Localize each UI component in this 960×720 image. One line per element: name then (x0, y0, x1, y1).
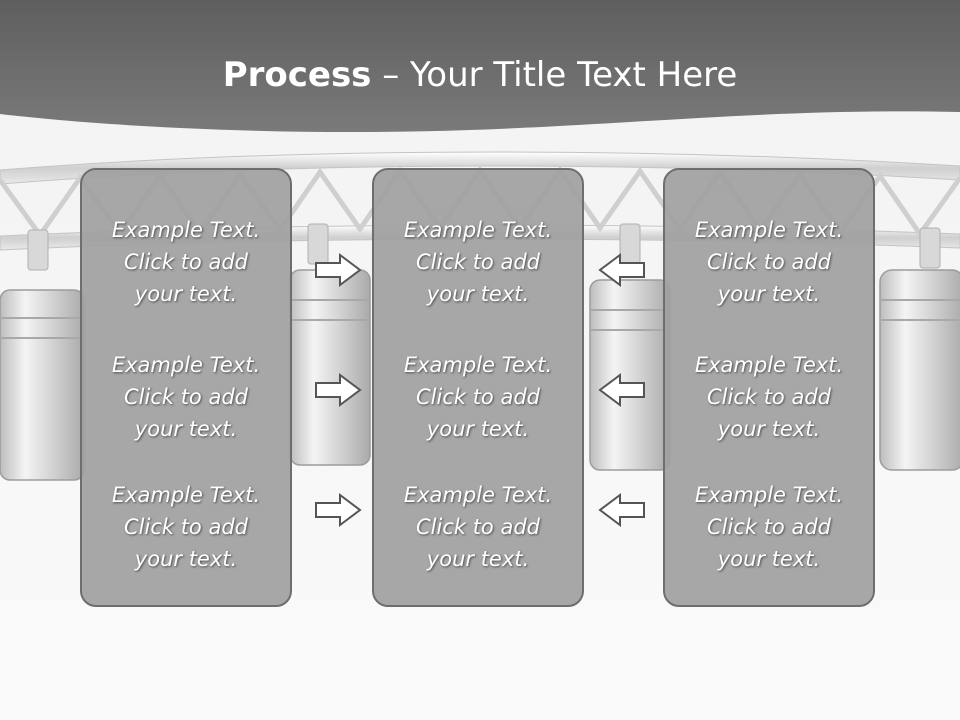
title-bold: Process (222, 55, 372, 95)
process-column-2[interactable]: Example Text. Click to add your text. Ex… (372, 168, 584, 607)
text-line: Example Text. (403, 353, 553, 377)
text-line: Example Text. (694, 218, 844, 242)
text-line: your text. (426, 417, 530, 441)
slide-title[interactable]: Process – Your Title Text Here (0, 54, 960, 96)
left-arrow-icon (598, 253, 645, 287)
right-arrow-icon (315, 253, 362, 287)
text-line: Click to add (415, 385, 540, 409)
text-placeholder[interactable]: Example Text. Click to add your text. (374, 349, 582, 445)
text-line: Click to add (415, 250, 540, 274)
text-line: Click to add (123, 515, 248, 539)
text-line: Click to add (706, 385, 831, 409)
text-placeholder[interactable]: Example Text. Click to add your text. (82, 214, 290, 310)
text-line: Example Text. (403, 483, 553, 507)
text-placeholder[interactable]: Example Text. Click to add your text. (82, 479, 290, 575)
right-arrow-icon (315, 493, 362, 527)
process-column-1[interactable]: Example Text. Click to add your text. Ex… (80, 168, 292, 607)
text-line: Example Text. (694, 483, 844, 507)
text-line: your text. (134, 282, 238, 306)
text-placeholder[interactable]: Example Text. Click to add your text. (374, 479, 582, 575)
text-line: Example Text. (111, 483, 261, 507)
text-placeholder[interactable]: Example Text. Click to add your text. (374, 214, 582, 310)
process-column-3[interactable]: Example Text. Click to add your text. Ex… (663, 168, 875, 607)
text-line: Click to add (123, 250, 248, 274)
text-line: Click to add (123, 385, 248, 409)
header-band (0, 0, 960, 133)
title-rest: – Your Title Text Here (371, 55, 738, 95)
left-arrow-icon (598, 493, 645, 527)
text-placeholder[interactable]: Example Text. Click to add your text. (665, 349, 873, 445)
text-line: Click to add (706, 250, 831, 274)
text-placeholder[interactable]: Example Text. Click to add your text. (665, 214, 873, 310)
right-arrow-icon (315, 373, 362, 407)
text-line: Example Text. (694, 353, 844, 377)
text-line: Click to add (706, 515, 831, 539)
text-line: Example Text. (111, 353, 261, 377)
text-line: Example Text. (111, 218, 261, 242)
text-line: Click to add (415, 515, 540, 539)
text-line: your text. (134, 417, 238, 441)
text-placeholder[interactable]: Example Text. Click to add your text. (82, 349, 290, 445)
text-placeholder[interactable]: Example Text. Click to add your text. (665, 479, 873, 575)
text-line: your text. (426, 547, 530, 571)
text-line: your text. (134, 547, 238, 571)
text-line: your text. (717, 547, 821, 571)
left-arrow-icon (598, 373, 645, 407)
text-line: your text. (717, 282, 821, 306)
text-line: Example Text. (403, 218, 553, 242)
text-line: your text. (426, 282, 530, 306)
text-line: your text. (717, 417, 821, 441)
